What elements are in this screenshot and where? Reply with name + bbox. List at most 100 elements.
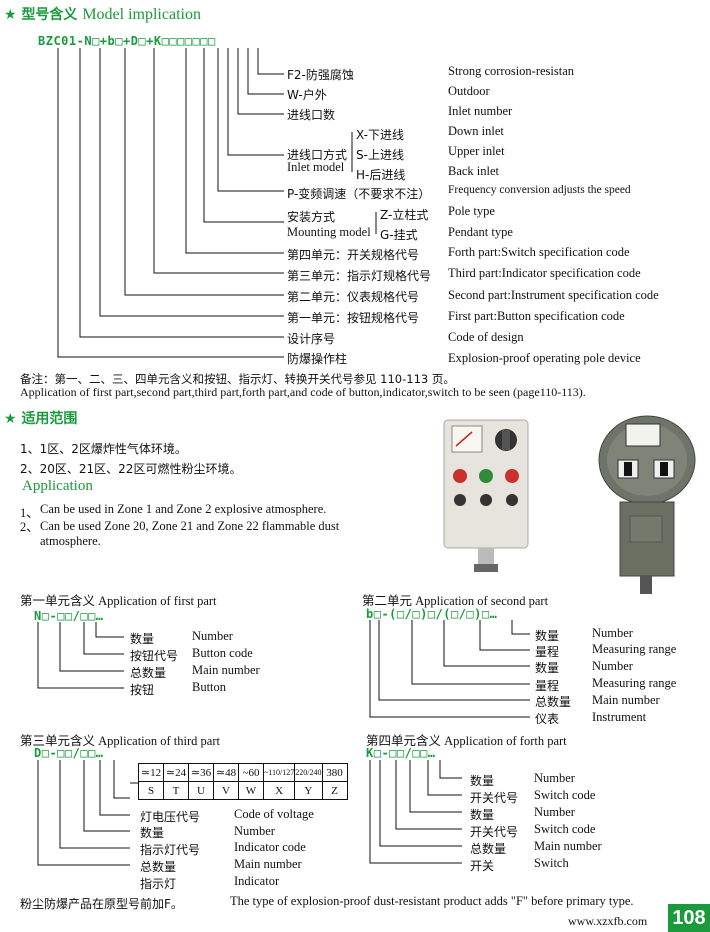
part4-row2-en: Switch code	[534, 788, 596, 802]
star-icon: ★	[4, 411, 17, 427]
part2-row3-en: Number	[592, 659, 633, 673]
row-design-zh: 设计序号	[287, 332, 336, 346]
footer-note-en: The type of explosion-proof dust-resista…	[230, 894, 634, 908]
row-p-en: Frequency conversion adjusts the speed	[448, 184, 631, 196]
part2-code: b□-(□/□)□/(□/□)□…	[366, 607, 498, 621]
volt-bot-7: Z	[321, 781, 348, 800]
row-first-en: First part:Button specification code	[448, 309, 625, 323]
row-third-zh: 第三单元：指示灯规格代号	[287, 269, 432, 283]
part2-row6-en: Instrument	[592, 710, 647, 724]
row-g-zh: G-挂式	[380, 228, 418, 242]
part2-row3-zh: 数量	[535, 661, 560, 675]
row-g-en: Pendant type	[448, 225, 513, 239]
volt-top-1: ≃24	[163, 763, 189, 782]
part3-row3-en: Indicator code	[234, 840, 306, 854]
part3-row1-en: Code of voltage	[234, 807, 314, 821]
row-design-en: Code of design	[448, 330, 524, 344]
inlet-mode-zh: 进线口方式	[287, 148, 348, 162]
note-en: Application of first part,second part,th…	[20, 385, 586, 399]
star-icon: ★	[4, 7, 17, 23]
inlet-mode-en: Inlet model	[287, 160, 345, 174]
row-f2-zh: F2-防强腐蚀	[287, 68, 354, 82]
part1-row3-zh: 总数量	[130, 666, 167, 680]
part3-title: 第三单元含义 Application of third part	[20, 734, 220, 748]
row-x-zh: X-下进线	[356, 128, 404, 142]
part1-row1-en: Number	[192, 629, 233, 643]
section-title-application: ★ 适用范围	[4, 408, 77, 428]
part1-row2-en: Button code	[192, 646, 253, 660]
part3-row4-en: Main number	[234, 857, 302, 871]
volt-bot-0: S	[138, 781, 164, 800]
row-f2-en: Strong corrosion-resistan	[448, 64, 575, 78]
row-forth-zh: 第四单元：开关规格代号	[287, 248, 420, 262]
row-second-zh: 第二单元：仪表规格代号	[287, 290, 420, 304]
part1-row4-zh: 按钮	[130, 683, 155, 697]
part1-row3-en: Main number	[192, 663, 260, 677]
part4-row3-zh: 数量	[470, 808, 495, 822]
volt-top-5: ~110/127	[262, 763, 296, 782]
app-en-1: Can be used in Zone 1 and Zone 2 explosi…	[40, 502, 327, 516]
row-w-zh: W-户外	[287, 88, 327, 102]
part1-row2-zh: 按钮代号	[130, 649, 179, 663]
row-forth-en: Forth part:Switch specification code	[448, 245, 630, 259]
row-inlet-num-en: Inlet number	[448, 104, 513, 118]
row-inlet-num-zh: 进线口数	[287, 108, 336, 122]
product-photo-1	[442, 418, 530, 578]
part3-row2-zh: 数量	[140, 826, 165, 840]
title-zh: 型号含义	[21, 7, 78, 23]
part2-row2-en: Measuring range	[592, 642, 677, 656]
app-zh-1: 1、1区、2区爆炸性气体环境。	[20, 442, 187, 456]
page-number: 108	[668, 904, 710, 932]
part4-row4-zh: 开关代号	[470, 825, 519, 839]
voltage-table: ≃12 ≃24 ≃36 ≃48 ~60 ~110/127 220/240 380…	[138, 763, 348, 800]
volt-bot-3: V	[213, 781, 239, 800]
part1-row4-en: Button	[192, 680, 227, 694]
volt-top-4: ~60	[238, 763, 264, 782]
part2-row4-zh: 量程	[535, 679, 560, 693]
website[interactable]: www.xzxfb.com	[568, 914, 648, 928]
part2-row1-en: Number	[592, 626, 633, 640]
part2-title: 第二单元 Application of second part	[362, 594, 549, 608]
mount-en: Mounting model	[287, 225, 371, 239]
row-h-en: Back inlet	[448, 164, 500, 178]
row-s-en: Upper inlet	[448, 144, 505, 158]
volt-bot-2: U	[188, 781, 214, 800]
part4-row1-en: Number	[534, 771, 575, 785]
volt-top-7: 380	[321, 763, 348, 782]
row-pole-zh: 防爆操作柱	[287, 352, 348, 366]
mount-zh: 安装方式	[287, 210, 336, 224]
row-pole-en: Explosion-proof operating pole device	[448, 351, 641, 365]
app-zh-2: 2、20区、21区、22区可燃性粉尘环境。	[20, 462, 242, 476]
volt-bot-1: T	[163, 781, 189, 800]
row-x-en: Down inlet	[448, 124, 504, 138]
row-h-zh: H-后进线	[356, 168, 406, 182]
row-p-zh: P-变频调速（不要求不注）	[287, 187, 431, 201]
part2-row1-zh: 数量	[535, 629, 560, 643]
volt-top-6: 220/240	[294, 763, 323, 782]
volt-bot-6: Y	[294, 781, 323, 800]
part3-row4-zh: 总数量	[140, 860, 177, 874]
part3-row5-en: Indicator	[234, 874, 280, 888]
section-title-model: ★ 型号含义 Model implication	[4, 4, 201, 24]
part1-code: N□-□□/□□…	[34, 609, 104, 623]
part4-row4-en: Switch code	[534, 822, 596, 836]
part1-row1-zh: 数量	[130, 632, 155, 646]
part2-row5-en: Main number	[592, 693, 660, 707]
part4-row3-en: Number	[534, 805, 575, 819]
part2-row6-zh: 仪表	[535, 712, 560, 726]
part4-code: K□-□□/□□…	[366, 746, 436, 760]
part2-row5-zh: 总数量	[535, 695, 572, 709]
app-en-1-num: 1、	[20, 506, 39, 520]
part4-row6-en: Switch	[534, 856, 569, 870]
footer-note-zh: 粉尘防爆产品在原型号前加F。	[20, 897, 183, 911]
row-w-en: Outdoor	[448, 84, 490, 98]
title-en: Model implication	[82, 6, 201, 23]
model-code: BZC01-N□+b□+D□+K□□□□□□□	[38, 34, 216, 48]
part3-row2-en: Number	[234, 824, 275, 838]
part1-title: 第一单元含义 Application of first part	[20, 594, 217, 608]
row-z-zh: Z-立柱式	[380, 208, 429, 222]
row-z-en: Pole type	[448, 204, 495, 218]
part2-row2-zh: 量程	[535, 645, 560, 659]
app-en-2-num: 2、	[20, 520, 39, 534]
app-en-2: Can be used Zone 20, Zone 21 and Zone 22…	[40, 519, 340, 548]
